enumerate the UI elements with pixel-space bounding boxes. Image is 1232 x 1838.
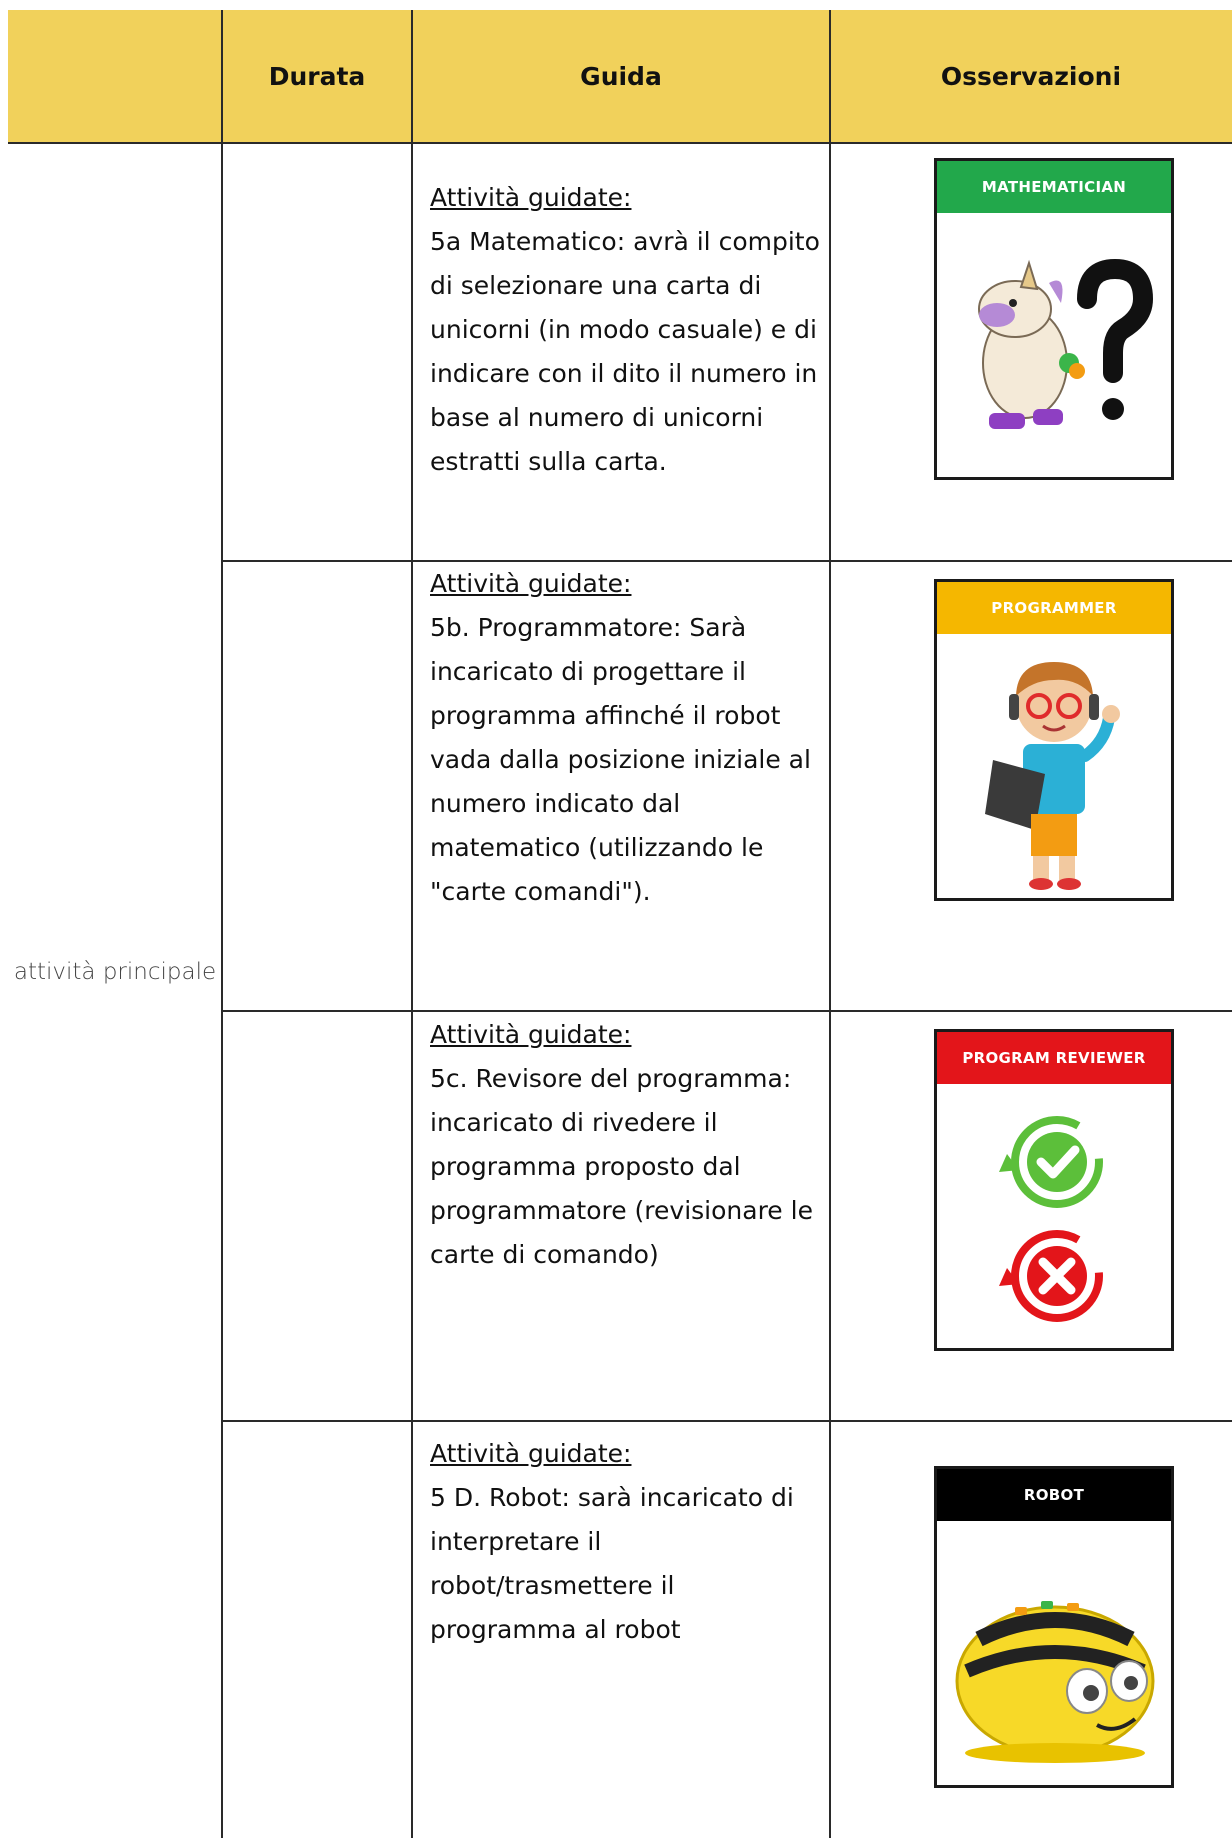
header-durata: Durata: [268, 62, 366, 91]
card-title: MATHEMATICIAN: [937, 161, 1171, 213]
table-header: [8, 10, 1232, 143]
guide-cell: Attività guidate: 5c. Revisore del progr…: [430, 1013, 820, 1277]
card-title: PROGRAMMER: [937, 582, 1171, 634]
bee-robot-icon: [955, 1601, 1155, 1763]
programmer-kid-icon: [985, 662, 1120, 890]
row-divider: [222, 1010, 1232, 1012]
role-card-program-reviewer: PROGRAM REVIEWER: [934, 1029, 1174, 1351]
activity-table: Durata Guida Osservazioni attività princ…: [8, 10, 1232, 1838]
guide-label: Attività guidate:: [430, 183, 632, 212]
header-guida: Guida: [580, 62, 662, 91]
guide-cell: Attività guidate: 5 D. Robot: sarà incar…: [430, 1432, 820, 1652]
guide-text: 5 D. Robot: sarà incaricato di interpret…: [430, 1483, 794, 1644]
column-divider: [411, 10, 413, 1838]
guide-text: 5c. Revisore del programma: incaricato d…: [430, 1064, 813, 1269]
row-label-activity: attività principale: [13, 959, 217, 985]
unicorn-question-icon: [978, 258, 1154, 429]
column-divider: [829, 10, 831, 1838]
guide-text: 5b. Programmatore: Sarà incaricato di pr…: [430, 613, 811, 906]
column-divider: [221, 10, 223, 1838]
card-title: PROGRAM REVIEWER: [937, 1032, 1171, 1084]
guide-label: Attività guidate:: [430, 1439, 632, 1468]
role-card-robot: ROBOT: [934, 1466, 1174, 1788]
row-divider: [222, 560, 1232, 562]
guide-text: 5a Matematico: avrà il compito di selezi…: [430, 227, 820, 476]
check-cross-icon: [999, 1116, 1103, 1322]
role-card-mathematician: MATHEMATICIAN: [934, 158, 1174, 480]
row-divider: [222, 1420, 1232, 1422]
guide-label: Attività guidate:: [430, 569, 632, 598]
header-osservazioni: Osservazioni: [940, 62, 1122, 91]
card-title: ROBOT: [937, 1469, 1171, 1521]
role-card-programmer: PROGRAMMER: [934, 579, 1174, 901]
guide-cell: Attività guidate: 5a Matematico: avrà il…: [430, 176, 820, 484]
guide-cell: Attività guidate: 5b. Programmatore: Sar…: [430, 562, 820, 914]
guide-label: Attività guidate:: [430, 1020, 632, 1049]
header-divider: [8, 142, 1232, 144]
